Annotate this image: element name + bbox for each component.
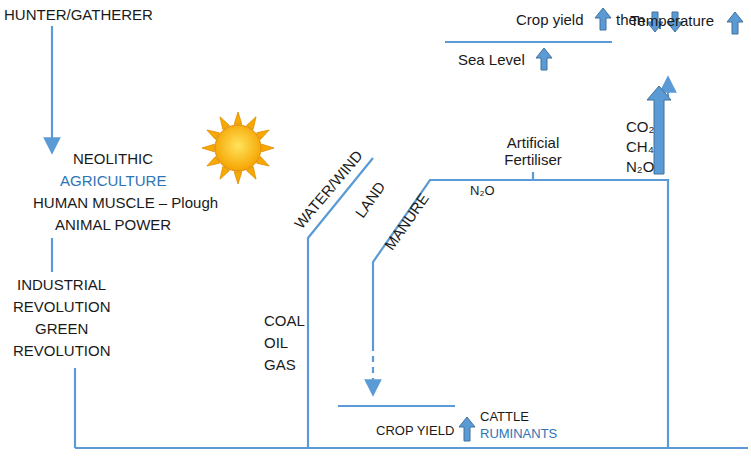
- diagram-label: CO₂: [626, 118, 654, 135]
- diagram-label: N₂O: [470, 184, 495, 199]
- diagram-label: HUMAN MUSCLE – Plough: [33, 194, 218, 211]
- diagram-label: OIL: [264, 334, 288, 351]
- diagram-label: N₂O: [626, 158, 654, 175]
- diagram-label: RUMINANTS: [480, 427, 557, 442]
- sun-symbol: [202, 112, 274, 184]
- diagram-label: Artificial Fertiliser: [493, 134, 573, 169]
- diagram-label: NEOLITHIC: [73, 150, 153, 167]
- diagram-label: GREEN: [35, 320, 88, 337]
- diagram-label: ANIMAL POWER: [55, 216, 171, 233]
- diagram-label: MANURE: [381, 190, 432, 253]
- diagram-label: WATER/WIND: [291, 147, 366, 232]
- diagram-label: Crop yield: [516, 11, 584, 28]
- diagram-label: INDUSTRIAL: [17, 276, 106, 293]
- diagram-label: CROP YIELD: [376, 424, 454, 439]
- diagram-label: then: [616, 11, 645, 28]
- diagram-label: HUNTER/GATHERER: [4, 6, 153, 23]
- diagram-label: GAS: [264, 356, 296, 373]
- diagram-label: CH₄: [626, 138, 654, 155]
- diagram-label: COAL: [264, 312, 305, 329]
- diagram-label: Sea Level: [458, 51, 525, 68]
- diagram-label: CATTLE: [480, 410, 529, 425]
- diagram-label: LAND: [351, 178, 388, 221]
- diagram-label: REVOLUTION: [13, 298, 111, 315]
- diagram-label: REVOLUTION: [13, 342, 111, 359]
- diagram-label: AGRICULTURE: [60, 172, 166, 189]
